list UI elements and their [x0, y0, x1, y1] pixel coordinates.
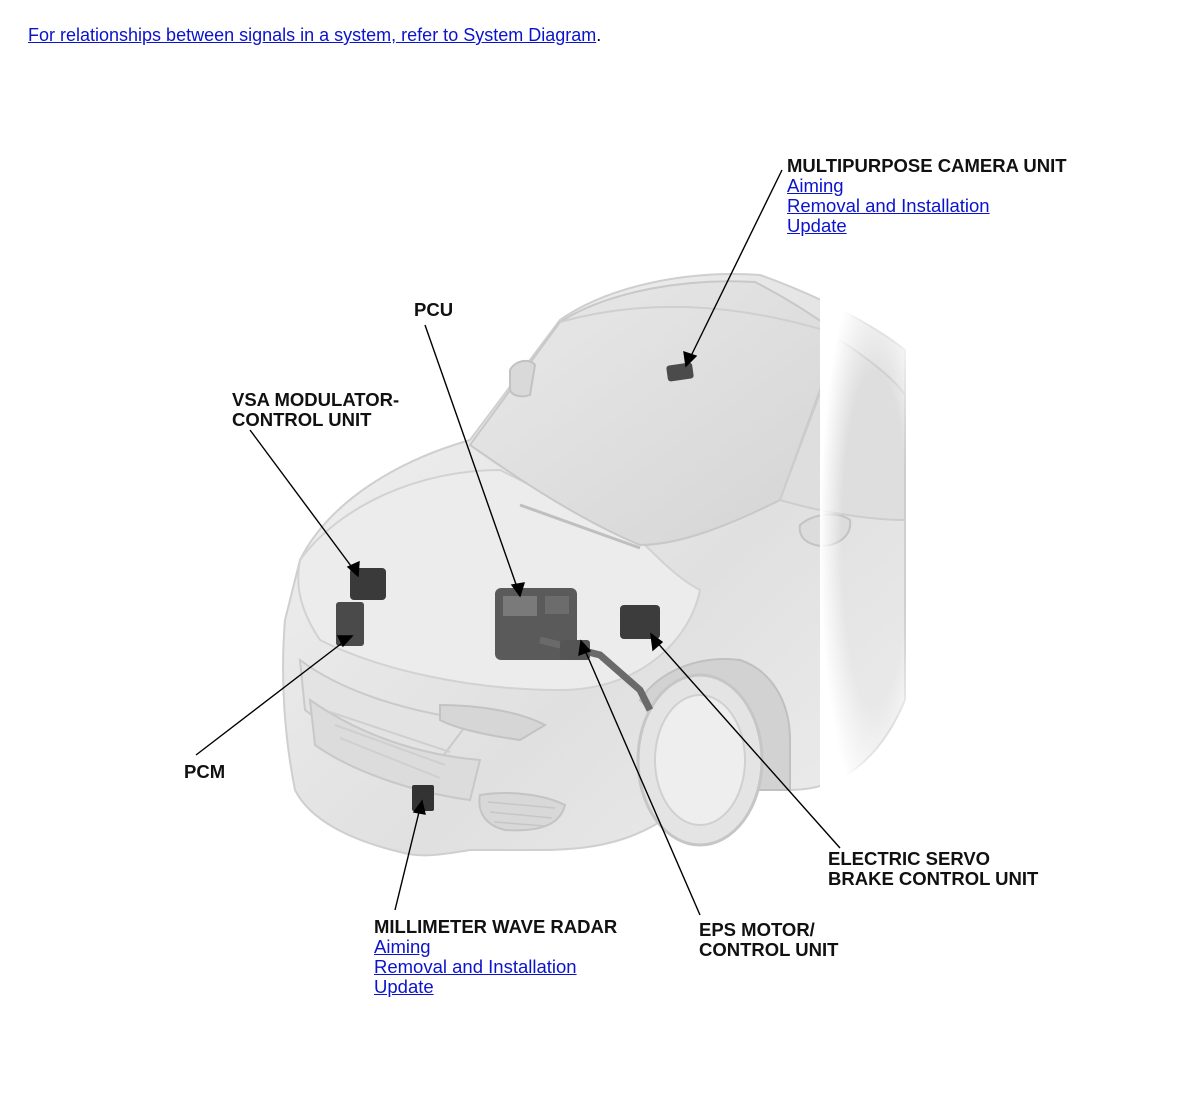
servo-callout: ELECTRIC SERVO BRAKE CONTROL UNIT	[828, 849, 1038, 889]
camera-update-link[interactable]: Update	[787, 215, 847, 236]
pcu-title: PCU	[414, 299, 454, 320]
radar-update-link[interactable]: Update	[374, 976, 434, 997]
vsa-callout: VSA MODULATOR- CONTROL UNIT	[232, 390, 399, 430]
pcu-callout: PCU	[414, 300, 453, 320]
servo-brake-shape	[620, 605, 660, 639]
radar-leader-line	[394, 807, 421, 911]
camera-unit-shape	[666, 362, 694, 382]
radar-arrowhead	[412, 799, 426, 815]
car-body-illustration	[282, 260, 930, 857]
pcu-arrowhead	[510, 582, 526, 598]
pcm-arrowhead	[336, 635, 354, 648]
reference-period: .	[596, 25, 602, 45]
eps-title-line1: EPS MOTOR/	[699, 919, 815, 940]
servo-title-line1: ELECTRIC SERVO	[828, 848, 991, 869]
radar-title: MILLIMETER WAVE RADAR	[374, 916, 618, 937]
radar-shape	[412, 785, 434, 811]
eps-callout: EPS MOTOR/ CONTROL UNIT	[699, 920, 838, 960]
system-diagram-reference: For relationships between signals in a s…	[28, 25, 601, 46]
pcu-leader-line	[424, 324, 519, 591]
camera-callout: MULTIPURPOSE CAMERA UNIT Aiming Removal …	[787, 156, 1067, 236]
servo-arrowhead	[650, 632, 664, 652]
system-diagram-link[interactable]: For relationships between signals in a s…	[28, 25, 597, 45]
camera-title: MULTIPURPOSE CAMERA UNIT	[787, 155, 1067, 176]
camera-arrowhead	[683, 350, 698, 368]
vsa-leader-line	[249, 429, 355, 571]
camera-removal-installation-link[interactable]: Removal and Installation	[787, 195, 990, 216]
camera-leader-line	[689, 169, 783, 359]
pcm-leader-line	[195, 639, 347, 756]
radar-callout: MILLIMETER WAVE RADAR Aiming Removal and…	[374, 917, 617, 997]
servo-leader-line	[654, 639, 841, 849]
pcm-shape	[336, 602, 364, 646]
pcm-title: PCM	[184, 761, 226, 782]
vsa-arrowhead	[346, 560, 360, 578]
eps-arrowhead	[578, 639, 592, 657]
eps-title-line2: CONTROL UNIT	[699, 939, 839, 960]
vsa-title-line1: VSA MODULATOR-	[232, 389, 400, 410]
component-shapes	[336, 362, 694, 811]
leader-lines	[195, 169, 841, 916]
eps-leader-line	[583, 647, 701, 916]
radar-removal-installation-link[interactable]: Removal and Installation	[374, 956, 577, 977]
vsa-title-line2: CONTROL UNIT	[232, 409, 372, 430]
servo-title-line2: BRAKE CONTROL UNIT	[828, 868, 1039, 889]
radar-aiming-link[interactable]: Aiming	[374, 936, 431, 957]
camera-aiming-link[interactable]: Aiming	[787, 175, 844, 196]
vsa-unit-shape	[350, 568, 386, 600]
pcm-callout: PCM	[184, 762, 225, 782]
